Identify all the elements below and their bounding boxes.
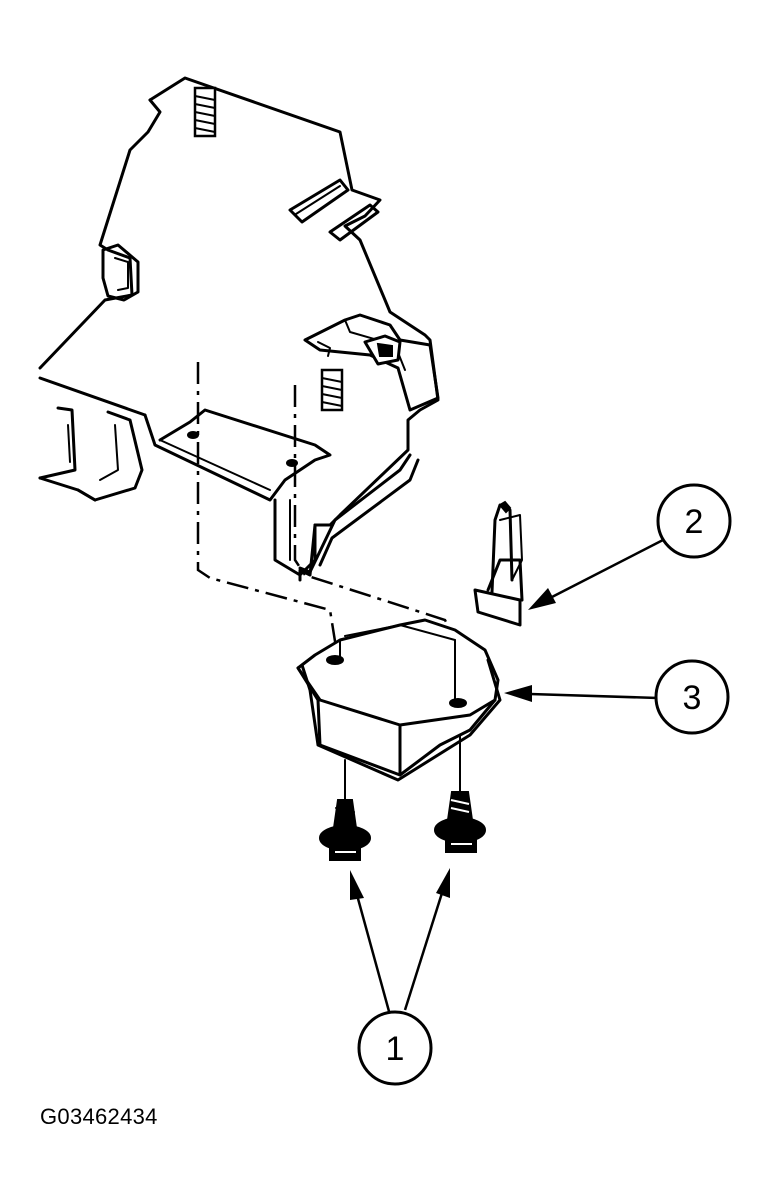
threaded-stud-lower [320, 368, 344, 412]
callout-2: 2 [656, 483, 732, 559]
figure-id-label: G03462434 [40, 1104, 158, 1129]
callout-1-number: 1 [386, 1030, 405, 1068]
mounting-bracket [38, 76, 440, 582]
module [296, 618, 502, 782]
callout-3: 3 [654, 659, 730, 735]
electrical-connector [473, 500, 524, 627]
screw-right [434, 791, 486, 853]
callout-arrows [350, 538, 664, 1016]
callout-2-number: 2 [685, 503, 704, 541]
callout-3-number: 3 [683, 679, 702, 717]
screw-left [319, 799, 371, 861]
callout-1: 1 [357, 1010, 433, 1086]
threaded-stud-upper [193, 86, 217, 138]
